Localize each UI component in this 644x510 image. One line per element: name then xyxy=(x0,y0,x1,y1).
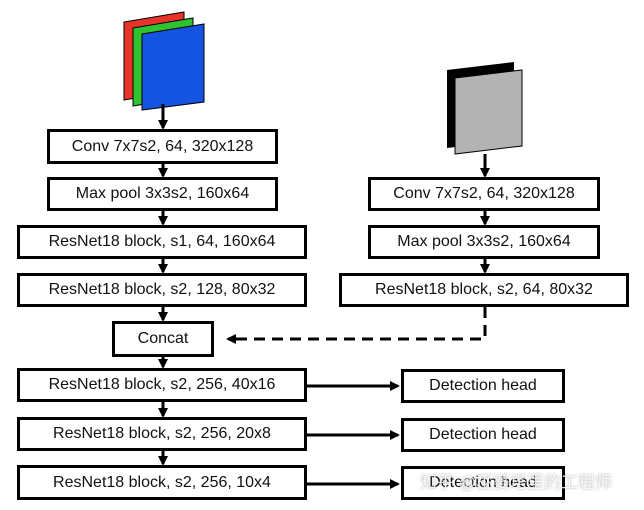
right-res-box: ResNet18 block, s2, 64, 80x32 xyxy=(339,273,629,307)
right-res-label: ResNet18 block, s2, 64, 80x32 xyxy=(375,281,593,298)
watermark: 知乎 @巫婆塔里的工程师 xyxy=(420,473,612,492)
detection-head-3: Detection head xyxy=(401,466,565,500)
left-res1-label: ResNet18 block, s1, 64, 160x64 xyxy=(48,233,276,250)
gray-image-layer xyxy=(454,69,523,155)
left-maxpool-label: Max pool 3x3s2, 160x64 xyxy=(75,185,250,202)
right-maxpool-label: Max pool 3x3s2, 160x64 xyxy=(397,233,571,250)
right-conv-box: Conv 7x7s2, 64, 320x128 xyxy=(368,177,600,211)
left-maxpool-box: Max pool 3x3s2, 160x64 xyxy=(47,177,278,211)
rgb-input-image xyxy=(123,11,205,111)
right-maxpool-box: Max pool 3x3s2, 160x64 xyxy=(368,225,600,259)
concat-box: Concat xyxy=(112,321,214,357)
detection-head-3-label: Detection head xyxy=(429,474,537,491)
rgb-blue-layer xyxy=(141,23,205,111)
concat-label: Concat xyxy=(137,330,189,347)
bottom-block-1: ResNet18 block, s2, 256, 40x16 xyxy=(17,368,307,402)
bottom-block-3-label: ResNet18 block, s2, 256, 10x4 xyxy=(53,473,271,491)
bottom-block-1-label: ResNet18 block, s2, 256, 40x16 xyxy=(48,376,276,393)
left-res2-label: ResNet18 block, s2, 128, 80x32 xyxy=(48,281,276,298)
detection-head-2-label: Detection head xyxy=(429,426,537,443)
right-conv-label: Conv 7x7s2, 64, 320x128 xyxy=(393,185,575,202)
bottom-block-2-label: ResNet18 block, s2, 256, 20x8 xyxy=(53,425,271,442)
gray-input-image xyxy=(447,62,523,155)
left-res2-box: ResNet18 block, s2, 128, 80x32 xyxy=(17,273,307,307)
bottom-block-3: ResNet18 block, s2, 256, 10x4 xyxy=(17,465,307,500)
detection-head-1-label: Detection head xyxy=(429,377,537,394)
left-conv-box: Conv 7x7s2, 64, 320x128 xyxy=(47,129,278,164)
detection-head-1: Detection head xyxy=(401,369,565,403)
dashed-connector-to-concat xyxy=(226,307,487,344)
bottom-block-2: ResNet18 block, s2, 256, 20x8 xyxy=(17,417,307,451)
left-conv-label: Conv 7x7s2, 64, 320x128 xyxy=(71,137,254,155)
left-res1-box: ResNet18 block, s1, 64, 160x64 xyxy=(17,225,307,259)
detection-head-2: Detection head xyxy=(401,418,565,452)
